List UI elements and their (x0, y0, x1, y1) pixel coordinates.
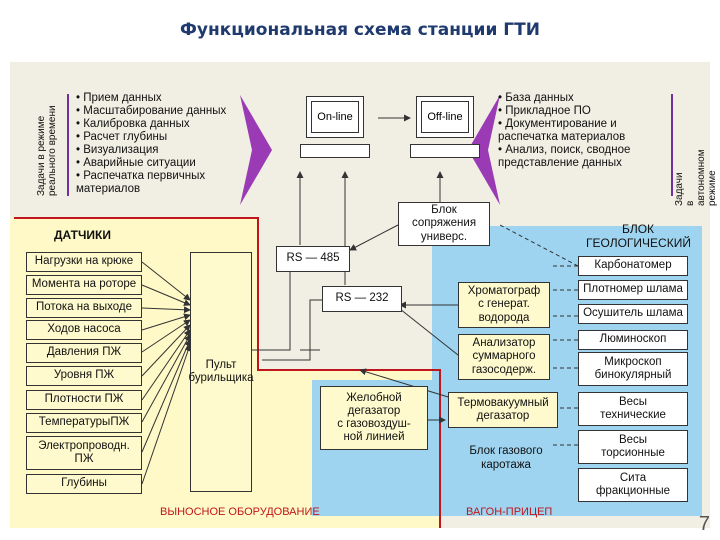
trailer-label: ВАГОН-ПРИЦЕП (466, 506, 553, 518)
sensor-box: Потока на выходе (26, 298, 142, 318)
rs232-box: RS — 232 (322, 286, 402, 312)
gas-block-label: Блок газового каротажа (469, 445, 543, 471)
realtime-task-list: Прием данныхМасштабирование данныхКалибр… (76, 92, 236, 196)
offline-task-list: База данныхПрикладное ПОДокументирование… (498, 92, 668, 170)
sensor-box: Момента на роторе (26, 275, 142, 295)
sensor-box: Глубины (26, 474, 142, 494)
realtime-task-item: Визуализация (76, 144, 236, 157)
offline-computer: Off-line (410, 96, 480, 166)
realtime-task-item: Расчет глубины (76, 131, 236, 144)
autonomous-tasks-label: Задачи в автономном режиме (674, 149, 718, 206)
geology-instrument-box: Весы торсионные (578, 430, 688, 464)
offline-task-item: Прикладное ПО (498, 105, 668, 118)
sensor-box: Плотности ПЖ (26, 390, 142, 410)
page-number: 7 (698, 513, 710, 535)
offline-task-item: Документирование и распечатка материалов (498, 118, 668, 144)
online-computer: On-line (300, 96, 370, 166)
page-title: Функциональная схема станции ГТИ (180, 20, 540, 40)
sensor-box: ТемпературыПЖ (26, 413, 142, 433)
geology-instrument-box: Микроскоп бинокулярный (578, 352, 688, 386)
sensor-box: Электропроводн. ПЖ (26, 436, 142, 470)
realtime-task-item: Прием данных (76, 92, 236, 105)
sensor-box: Давления ПЖ (26, 343, 142, 363)
geology-header: БЛОК ГЕОЛОГИЧЕСКИЙ (586, 222, 691, 250)
sensor-box: Нагрузки на крюке (26, 252, 142, 272)
offline-task-item: Анализ, поиск, сводное представление дан… (498, 144, 668, 170)
realtime-task-item: Аварийные ситуации (76, 157, 236, 170)
keyboard-icon (300, 144, 370, 158)
geology-instrument-box: Люминоскоп (578, 330, 688, 350)
offline-label: Off-line (421, 101, 469, 133)
thermovacuum-degasser-box: Термовакуумный дегазатор (448, 392, 558, 428)
geology-instrument-box: Плотномер шлама (578, 280, 688, 300)
realtime-tasks-label: Задачи в режиме реального времени (36, 105, 58, 196)
sensor-box: Ходов насоса (26, 320, 142, 340)
realtime-task-item: Распечатка первичных материалов (76, 170, 236, 196)
interface-block: Блок сопряжения универс. (398, 202, 490, 246)
geology-instrument-box: Карбонатомер (578, 256, 688, 276)
gutter-degasser-box: Желобной дегазатор с газовоздуш- ной лин… (320, 386, 428, 450)
chromatograph-box: Хроматограф с генерат. водорода (458, 282, 550, 328)
driller-console: Пульт бурильщика (188, 252, 254, 492)
keyboard-icon (410, 144, 480, 158)
online-label: On-line (311, 101, 359, 133)
realtime-task-item: Масштабирование данных (76, 105, 236, 118)
geology-instrument-box: Осушитель шлама (578, 304, 688, 324)
sensors-header: ДАТЧИКИ (54, 228, 111, 242)
rs485-box: RS — 485 (276, 246, 350, 272)
sensor-box: Уровня ПЖ (26, 366, 142, 386)
geology-instrument-box: Сита фракционные (578, 468, 688, 502)
realtime-task-item: Калибровка данных (76, 118, 236, 131)
geology-instrument-box: Весы технические (578, 392, 688, 426)
gas-analyzer-box: Анализатор суммарного газосодерж. (458, 334, 550, 380)
offline-task-item: База данных (498, 92, 668, 105)
remote-equipment-label: ВЫНОСНОЕ ОБОРУДОВАНИЕ (160, 506, 320, 518)
